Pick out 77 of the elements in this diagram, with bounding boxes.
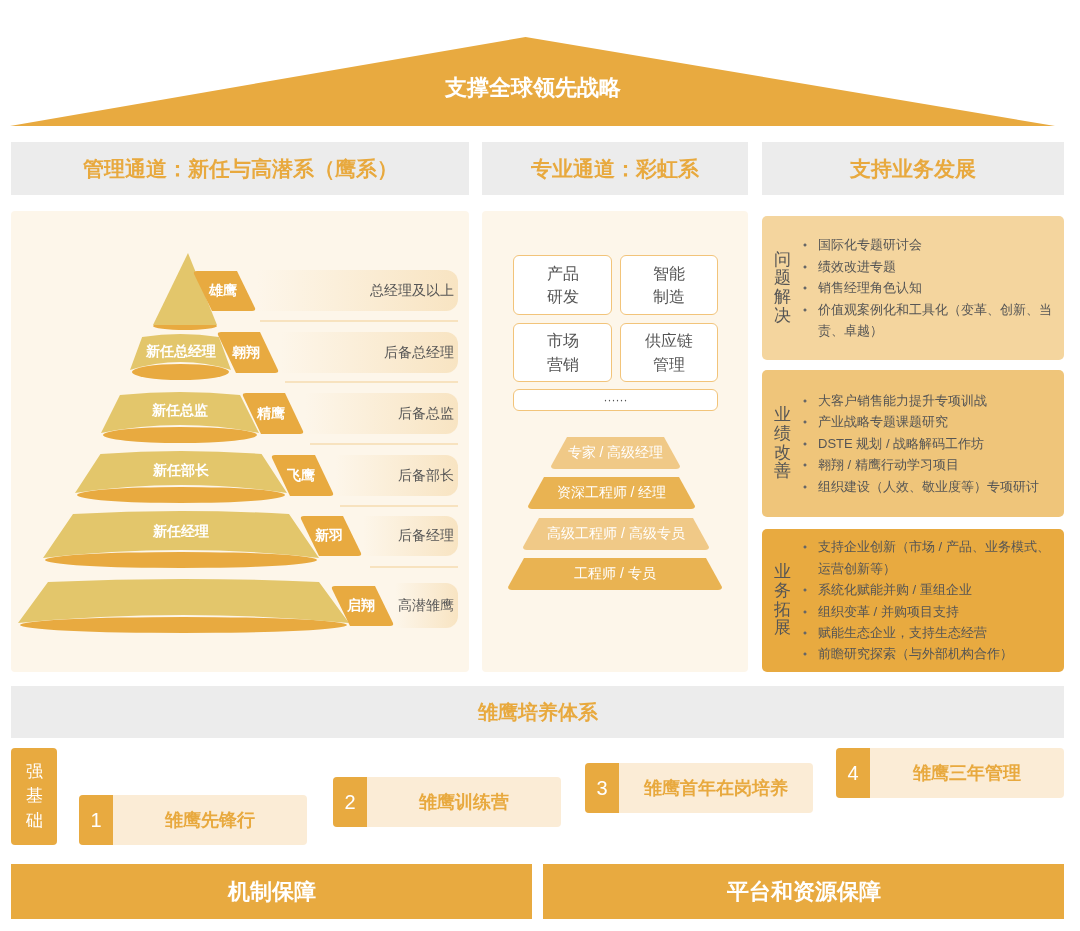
support-card (762, 370, 1064, 517)
foundation-label: 强基础 (25, 760, 43, 832)
rank-label: 工程师 / 专员 (574, 565, 656, 583)
level-tag (217, 332, 279, 373)
function-label: 产品研发 (545, 263, 580, 307)
tag-label: 翱翔 (232, 343, 260, 362)
tier-label: 新任总经理 (145, 343, 216, 361)
step-card (79, 795, 307, 845)
level-bar (395, 583, 458, 628)
function-label: 供应链管理 (644, 331, 694, 375)
tag-label: 启翔 (346, 597, 375, 615)
panel-background (482, 211, 748, 672)
roof-shape (10, 37, 1055, 126)
step-label: 雏鹰训练营 (418, 791, 510, 814)
level-label: 总经理及以上 (370, 281, 454, 300)
function-label: 市场营销 (545, 331, 580, 375)
step-label: 雏鹰首年在岗培养 (643, 777, 789, 800)
header-text: 专业通道：彩虹系 (531, 155, 699, 182)
tier-label: 新任总监 (152, 402, 208, 420)
step-card (585, 763, 813, 813)
support-bar (11, 864, 532, 919)
header-text: 管理通道：新任与高潜系（鹰系） (82, 155, 398, 182)
rank-label: 专家 / 高级经理 (567, 444, 664, 462)
step-number: 1 (79, 795, 113, 845)
step-number: 3 (585, 763, 619, 813)
pyramid-tier (18, 578, 349, 633)
level-tag (300, 516, 362, 556)
function-box (620, 255, 718, 315)
level-tag (242, 393, 304, 434)
rank-tier (508, 558, 722, 590)
level-tag (271, 455, 334, 496)
support-card (762, 216, 1064, 360)
function-box (513, 255, 612, 315)
level-label: 后备部长 (398, 466, 454, 485)
level-tag (331, 586, 394, 626)
pyramid-tier (101, 391, 259, 443)
support-bar (543, 864, 1064, 919)
function-box (620, 323, 718, 382)
level-label: 高潜雏鹰 (398, 596, 454, 615)
support-label: 平台和资源保障 (726, 877, 881, 906)
panel-background (11, 211, 469, 672)
foundation-tag (11, 748, 57, 845)
function-label: 智能制造 (652, 263, 686, 307)
function-label: ······ (603, 394, 628, 406)
rank-tier (523, 518, 709, 550)
function-box (513, 389, 718, 411)
card-heading: 业务拓展 (774, 563, 791, 638)
header-text: 支持业务发展 (850, 155, 976, 182)
step-label: 雏鹰先锋行 (164, 809, 256, 832)
rank-label: 高级工程师 / 高级专员 (547, 525, 685, 543)
tier-label: 新任部长 (153, 462, 209, 480)
support-card (762, 529, 1064, 672)
function-box (513, 323, 612, 382)
tag-label: 精鹰 (257, 404, 285, 423)
rank-tier (551, 437, 680, 469)
tag-label: 新羽 (315, 527, 343, 545)
pyramid-tier (75, 450, 287, 503)
pyramid-tier (130, 333, 231, 380)
tag-label: 雄鹰 (208, 282, 237, 300)
step-number: 2 (333, 777, 367, 827)
card-heading: 业绩改善 (774, 406, 791, 481)
card-heading: 问题解决 (774, 250, 791, 326)
roof-title: 支撑全球领先战略 (444, 73, 621, 102)
step-card (836, 748, 1064, 798)
step-label: 雏鹰三年管理 (912, 762, 1022, 785)
support-label: 机制保障 (227, 877, 316, 906)
band-label: 雏鹰培养体系 (477, 699, 598, 725)
level-tag (193, 271, 256, 311)
rank-label: 资深工程师 / 经理 (556, 484, 667, 502)
step-card (333, 777, 561, 827)
rank-tier (528, 477, 695, 509)
step-number: 4 (836, 748, 870, 798)
level-label: 后备经理 (398, 527, 454, 545)
tag-label: 飞鹰 (286, 466, 315, 485)
tier-label: 新任经理 (153, 523, 209, 541)
level-label: 后备总监 (398, 404, 454, 423)
level-label: 后备总经理 (384, 343, 454, 362)
